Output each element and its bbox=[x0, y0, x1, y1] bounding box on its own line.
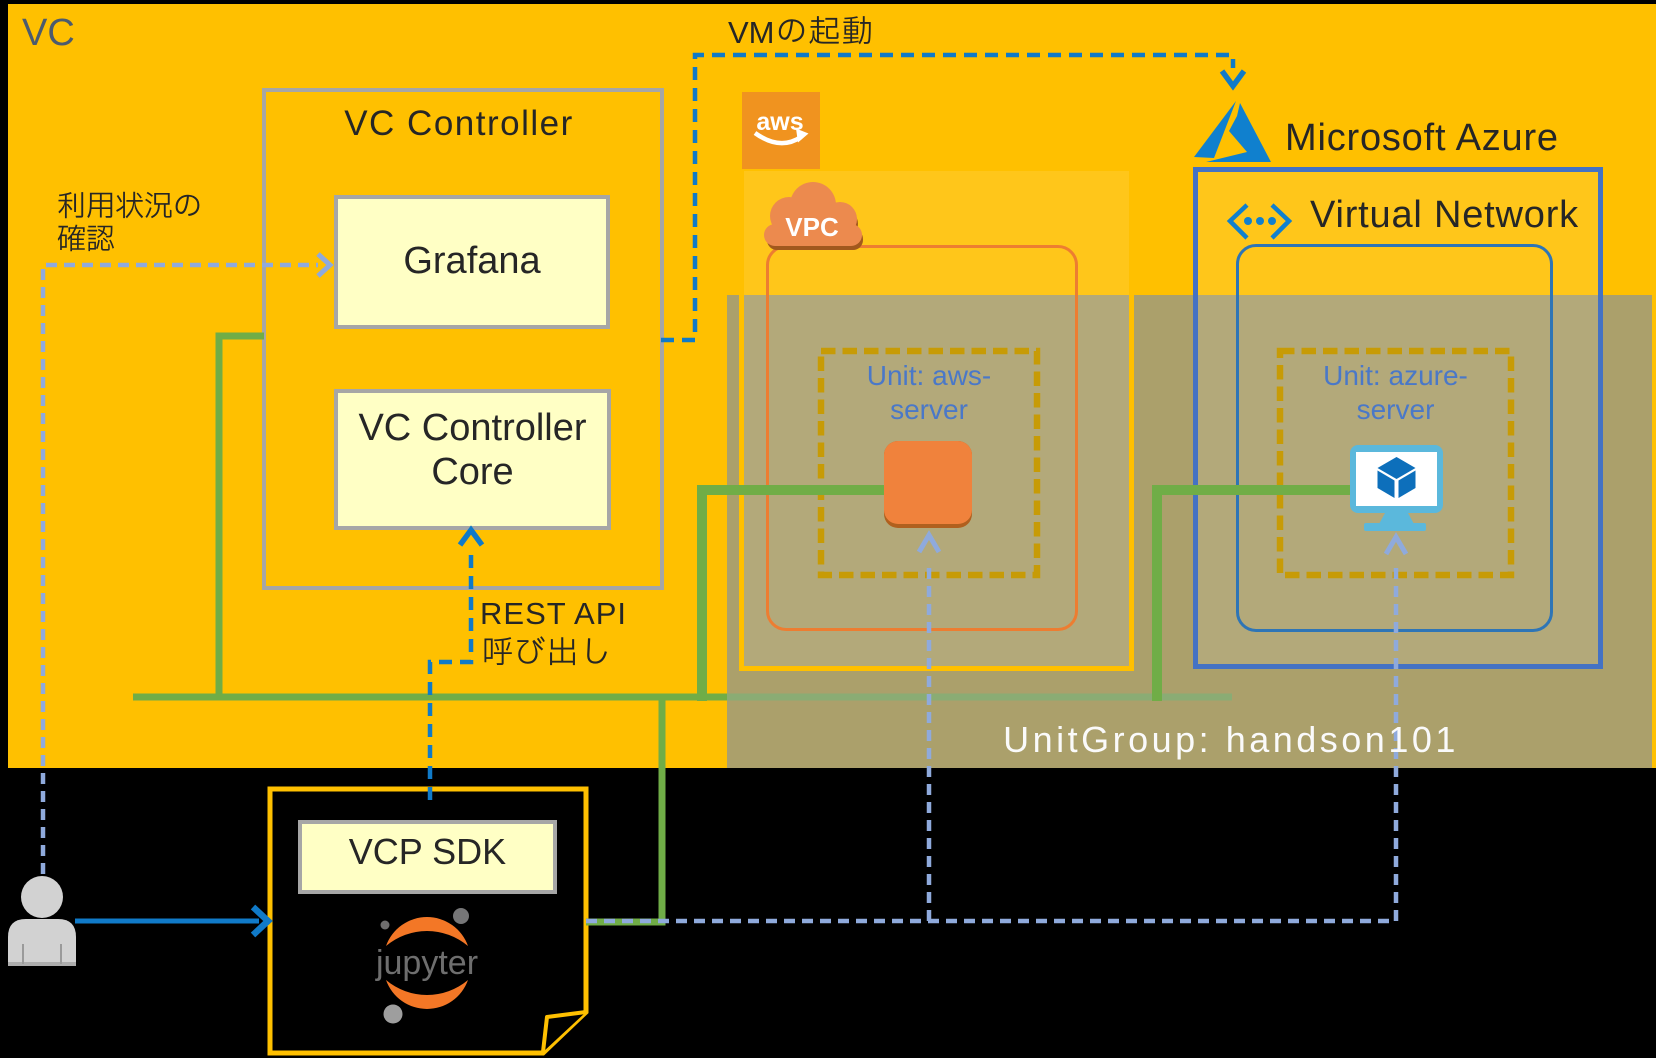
svg-text:VPC: VPC bbox=[785, 212, 839, 242]
svg-text:aws: aws bbox=[756, 108, 803, 136]
svg-text:jupyter: jupyter bbox=[375, 944, 478, 982]
